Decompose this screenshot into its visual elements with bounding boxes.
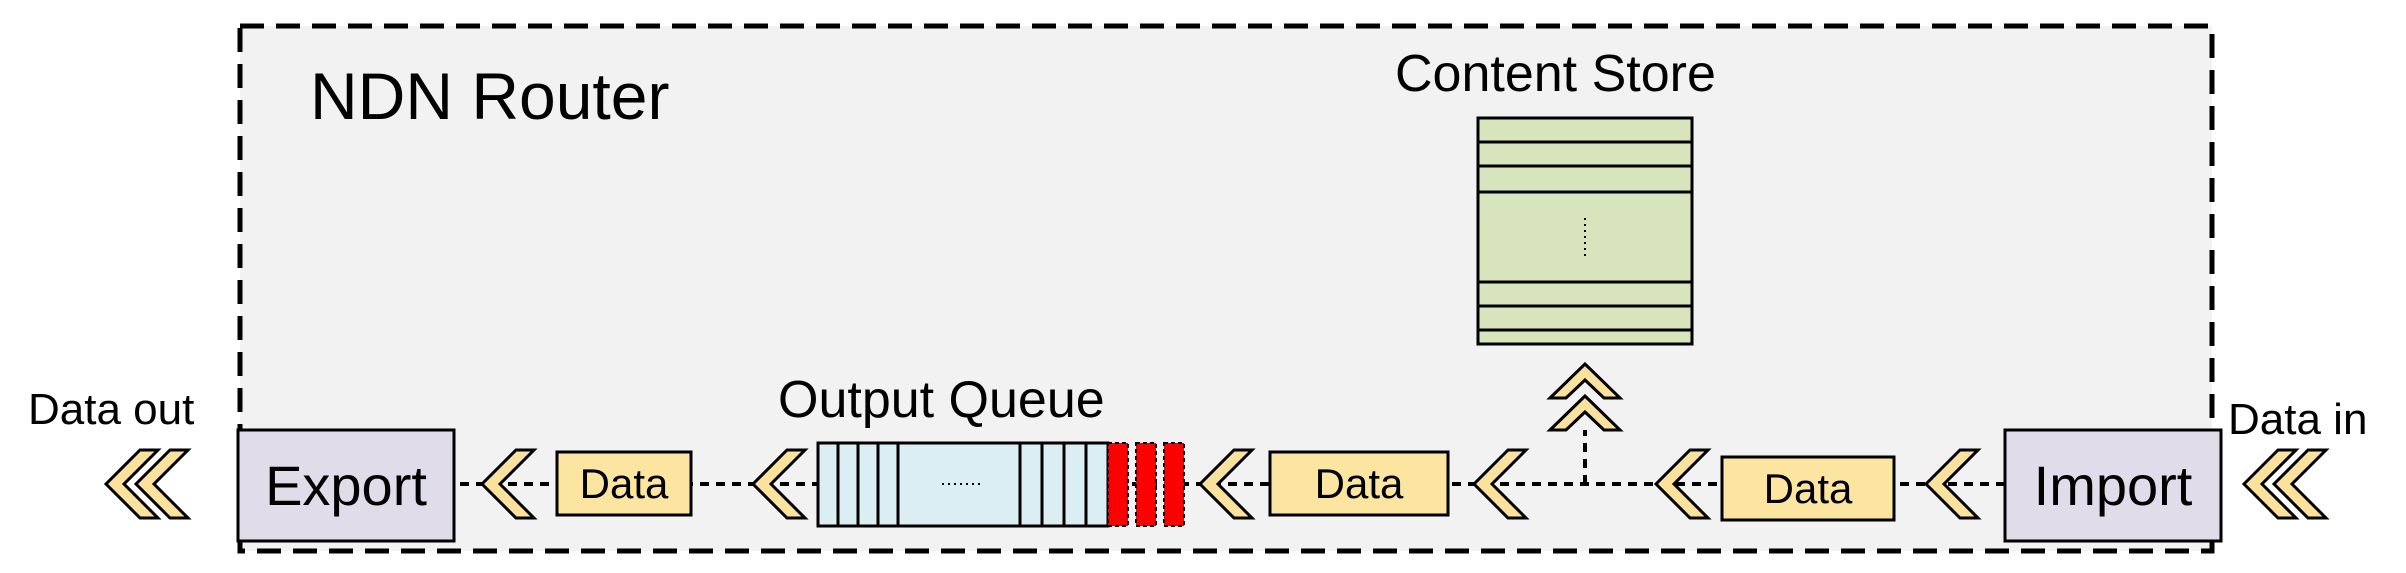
data-packet-2-label: Data xyxy=(1314,459,1404,507)
data-packet-1-label: Data xyxy=(579,459,669,507)
data-in-label: Data in xyxy=(2228,395,2368,444)
chevron-left-icon xyxy=(1197,448,1256,520)
chevron-left-icon xyxy=(2271,448,2330,520)
data-packet-3-label: Data xyxy=(1763,464,1853,512)
router-title: NDN Router xyxy=(310,59,670,133)
content-store xyxy=(1476,116,1694,346)
data-packet-3 xyxy=(1720,455,1896,522)
chevron-left-icon xyxy=(479,448,538,520)
output-queue xyxy=(816,441,1110,528)
data-out-label: Data out xyxy=(28,385,195,434)
import-label: Import xyxy=(2033,454,2193,517)
data-packet-2 xyxy=(1268,450,1450,517)
chevron-left-icon xyxy=(1653,448,1712,520)
export-block xyxy=(236,428,456,543)
data-packet-1 xyxy=(555,450,693,517)
chevron-up-icon xyxy=(1546,361,1624,432)
chevron-left-icon xyxy=(103,448,162,520)
import-block xyxy=(2003,428,2223,543)
chevron-left-icon xyxy=(133,448,192,520)
chevron-left-icon xyxy=(1923,448,1982,520)
chevron-left-icon xyxy=(750,448,809,520)
content-store-label: Content Store xyxy=(1395,45,1716,103)
queued-packets-highlight xyxy=(1107,442,1185,527)
chevron-left-icon xyxy=(2241,448,2300,520)
chevron-left-icon xyxy=(1471,448,1530,520)
export-label: Export xyxy=(265,454,427,517)
output-queue-label: Output Queue xyxy=(778,371,1105,429)
